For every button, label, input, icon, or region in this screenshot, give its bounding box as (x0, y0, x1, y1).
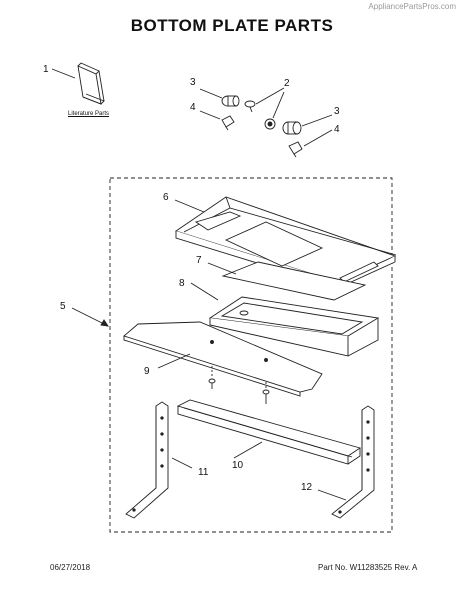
callout-2: 2 (284, 78, 290, 89)
left-bracket (125, 401, 169, 519)
spacer-part-lower (282, 121, 302, 135)
leader-8 (190, 282, 219, 301)
leader-2b (272, 91, 285, 119)
clip-part-upper (221, 115, 235, 131)
callout-3a: 3 (190, 77, 196, 88)
screw-part (244, 100, 256, 113)
leader-7 (207, 262, 237, 275)
callout-3b: 3 (334, 106, 340, 117)
page-title: BOTTOM PLATE PARTS (130, 16, 334, 35)
watermark: AppliancePartsPros.com (368, 2, 456, 11)
callout-5: 5 (60, 301, 66, 312)
leader-12 (317, 489, 347, 501)
leader-3b (301, 114, 333, 127)
footer-date: 06/27/2018 (50, 563, 91, 572)
filter-tray (208, 296, 380, 357)
literature-booklet (77, 62, 105, 105)
literature-parts-label: Literature Parts (68, 111, 110, 117)
leader-3a (199, 88, 223, 99)
screw-left (208, 366, 216, 389)
callout-11: 11 (198, 467, 209, 478)
callout-10: 10 (232, 460, 244, 471)
callout-6: 6 (163, 192, 169, 203)
right-bracket (331, 405, 375, 519)
nut-part (264, 118, 276, 130)
callout-7: 7 (196, 255, 202, 266)
arrow-5 (100, 319, 109, 327)
leader-10 (233, 441, 263, 459)
leader-11 (171, 457, 193, 469)
screw-right (262, 382, 270, 404)
callout-9: 9 (144, 366, 150, 377)
leader-6 (174, 199, 205, 213)
leader-4a (199, 110, 221, 120)
leader-9 (157, 353, 191, 369)
leader-2a (255, 87, 285, 105)
callout-1: 1 (43, 64, 49, 75)
leader-1 (51, 68, 76, 79)
bottom-plate-top (174, 196, 397, 289)
callout-8: 8 (179, 278, 185, 289)
leader-4b (303, 129, 333, 147)
callout-4b: 4 (334, 124, 340, 135)
support-rail (176, 399, 362, 465)
callout-4a: 4 (190, 102, 196, 113)
clip-part-lower (288, 141, 303, 158)
assembly-frame (109, 177, 393, 533)
insulation-pad (221, 261, 367, 301)
spacer-part-upper (221, 95, 240, 107)
footer-part-number: Part No. W11283525 Rev. A (318, 563, 418, 572)
callout-12: 12 (301, 482, 313, 493)
